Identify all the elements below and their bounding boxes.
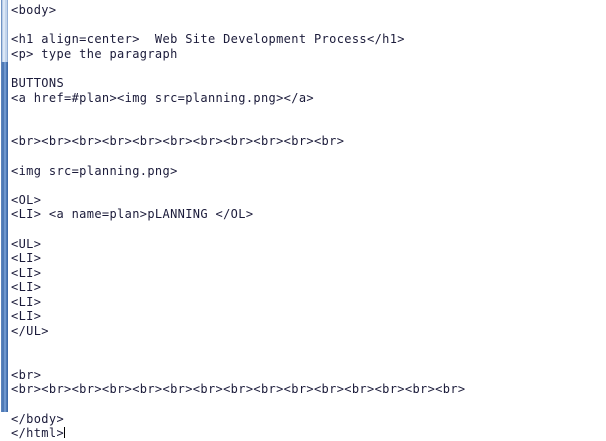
- code-line[interactable]: [11, 105, 606, 120]
- code-line[interactable]: [11, 120, 606, 135]
- code-line[interactable]: [11, 339, 606, 354]
- code-line[interactable]: <img src=planning.png>: [11, 163, 178, 178]
- code-line[interactable]: <p> type the paragraph: [11, 46, 178, 61]
- code-line[interactable]: <body>: [11, 3, 57, 17]
- code-line[interactable]: [11, 353, 606, 368]
- code-line[interactable]: <h1 align=center> Web Site Development P…: [11, 32, 405, 47]
- code-line[interactable]: <LI>: [11, 309, 42, 324]
- code-line[interactable]: [11, 18, 606, 33]
- code-line[interactable]: </html>: [11, 426, 66, 441]
- scrollbar-thumb-lower[interactable]: [1, 62, 8, 412]
- code-line[interactable]: <br><br><br><br><br><br><br><br><br><br>…: [11, 134, 345, 149]
- code-line[interactable]: <OL>: [11, 192, 42, 207]
- text-caret: [64, 427, 66, 439]
- code-line[interactable]: <LI>: [11, 280, 42, 295]
- code-text-area[interactable]: <body> <h1 align=center> Web Site Develo…: [9, 0, 606, 440]
- code-line[interactable]: <a href=#plan><img src=planning.png></a>: [11, 90, 314, 105]
- code-line[interactable]: [11, 178, 606, 193]
- code-line[interactable]: <UL>: [11, 236, 42, 251]
- code-line[interactable]: <LI>: [11, 294, 42, 309]
- code-line[interactable]: <LI>: [11, 251, 42, 266]
- code-line[interactable]: </UL>: [11, 324, 49, 339]
- code-line[interactable]: <br>: [11, 367, 42, 382]
- code-line[interactable]: BUTTONS: [11, 75, 65, 90]
- code-line[interactable]: [11, 222, 606, 237]
- code-line[interactable]: <br><br><br><br><br><br><br><br><br><br>…: [11, 382, 466, 397]
- editor-left-gutter[interactable]: [0, 0, 9, 412]
- code-line[interactable]: [11, 61, 606, 76]
- code-line[interactable]: <LI>: [11, 265, 42, 280]
- code-line[interactable]: [11, 149, 606, 164]
- code-line[interactable]: [11, 397, 606, 412]
- code-line[interactable]: <LI> <a name=plan>pLANNING </OL>: [11, 207, 254, 222]
- code-line[interactable]: </body>: [11, 411, 65, 426]
- scrollbar-thumb-upper[interactable]: [1, 0, 8, 62]
